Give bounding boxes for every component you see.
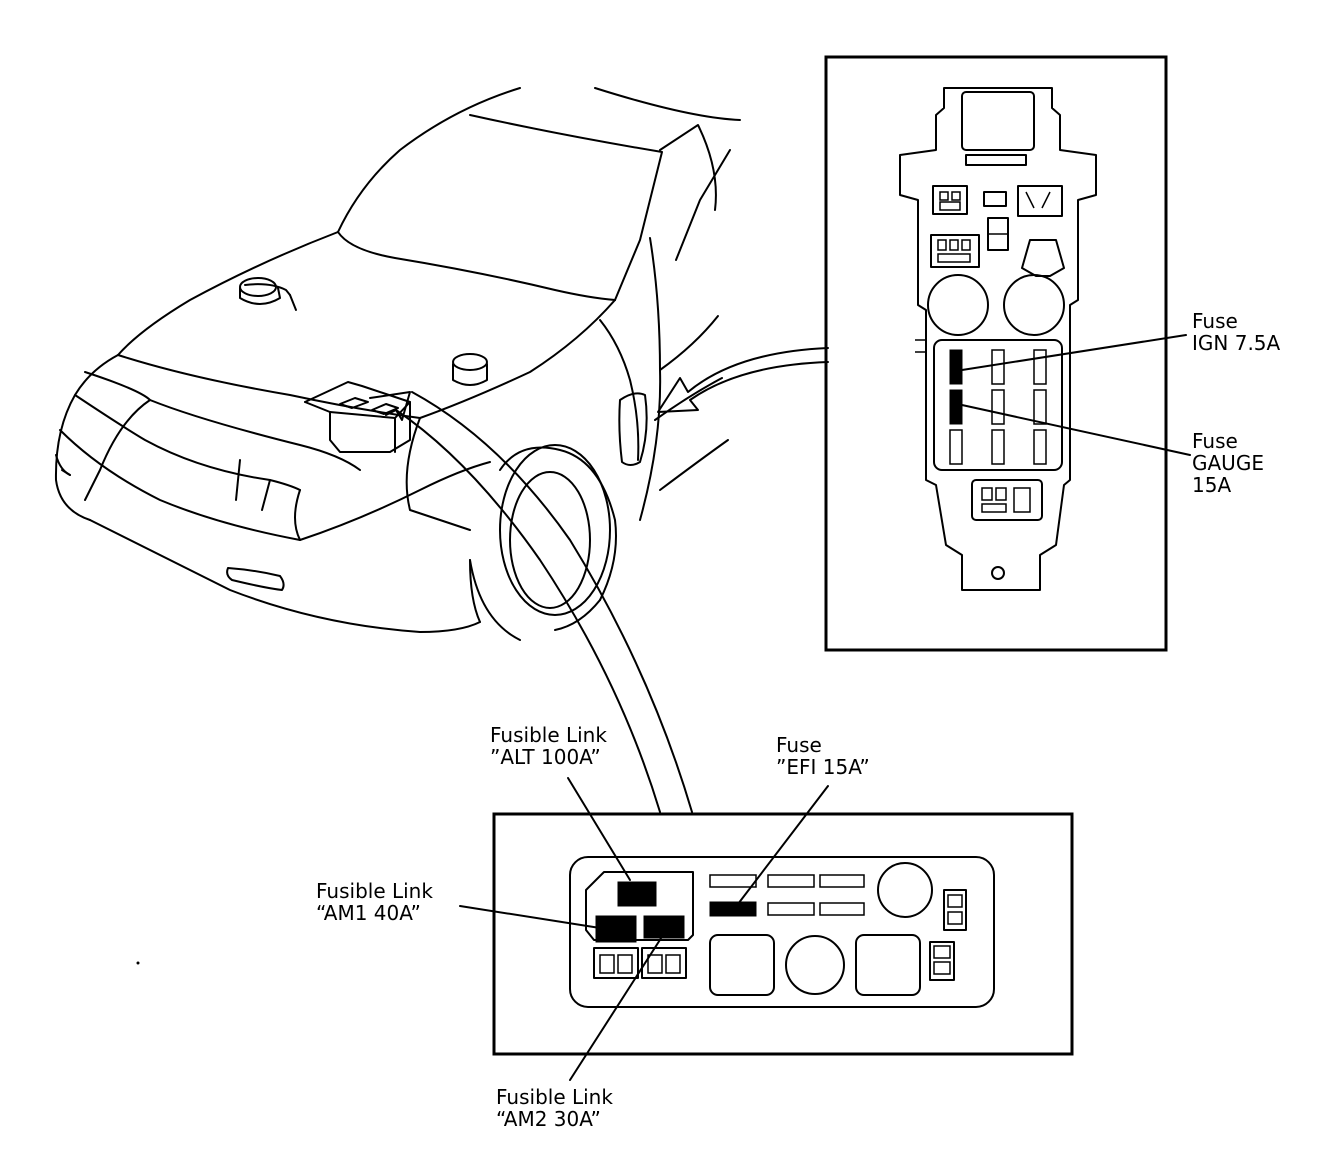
label-fuse-ign-line1: Fuse — [1192, 309, 1238, 333]
car-illustration — [54, 87, 741, 641]
label-fuse-gauge-line1: Fuse — [1192, 429, 1238, 453]
label-fuse-efi-line1: Fuse — [776, 733, 822, 757]
label-fuse-gauge-line2: GAUGE — [1192, 451, 1264, 475]
leader-link-alt — [567, 777, 631, 881]
label-link-am1-line1: Fusible Link — [316, 879, 433, 903]
leader-fuse-gauge — [961, 404, 1191, 456]
label-fuse-efi-line2: ”EFI 15A” — [776, 755, 870, 779]
label-fuse-gauge-line3: 15A — [1192, 473, 1232, 497]
label-link-am1: Fusible Link “AM1 40A” — [316, 880, 433, 924]
label-link-am2: Fusible Link “AM2 30A” — [496, 1086, 613, 1130]
leader-fuse-efi — [737, 785, 829, 905]
label-link-alt: Fusible Link ”ALT 100A” — [490, 724, 607, 768]
relay-block — [899, 87, 1097, 591]
arrow-to-battery-fusebox — [369, 391, 693, 813]
engine-fusebox — [569, 856, 995, 1008]
label-fuse-ign-line2: IGN 7.5A — [1192, 331, 1281, 355]
label-link-am2-line2: “AM2 30A” — [496, 1107, 601, 1131]
label-link-am1-line2: “AM1 40A” — [316, 901, 421, 925]
label-link-alt-line2: ”ALT 100A” — [490, 745, 601, 769]
label-fuse-gauge: Fuse GAUGE 15A — [1192, 430, 1264, 496]
label-link-alt-line1: Fusible Link — [490, 723, 607, 747]
leader-fuse-ign — [961, 334, 1187, 371]
engine-fusebox-frame — [492, 812, 1074, 1056]
arrow-to-relay-box — [657, 347, 829, 413]
label-link-am2-line1: Fusible Link — [496, 1085, 613, 1109]
leader-link-am2 — [569, 931, 666, 1081]
label-fuse-ign: Fuse IGN 7.5A — [1192, 310, 1280, 354]
label-fuse-efi: Fuse ”EFI 15A” — [776, 734, 870, 778]
relay-block-frame — [824, 55, 1168, 652]
leader-link-am1 — [459, 905, 601, 929]
